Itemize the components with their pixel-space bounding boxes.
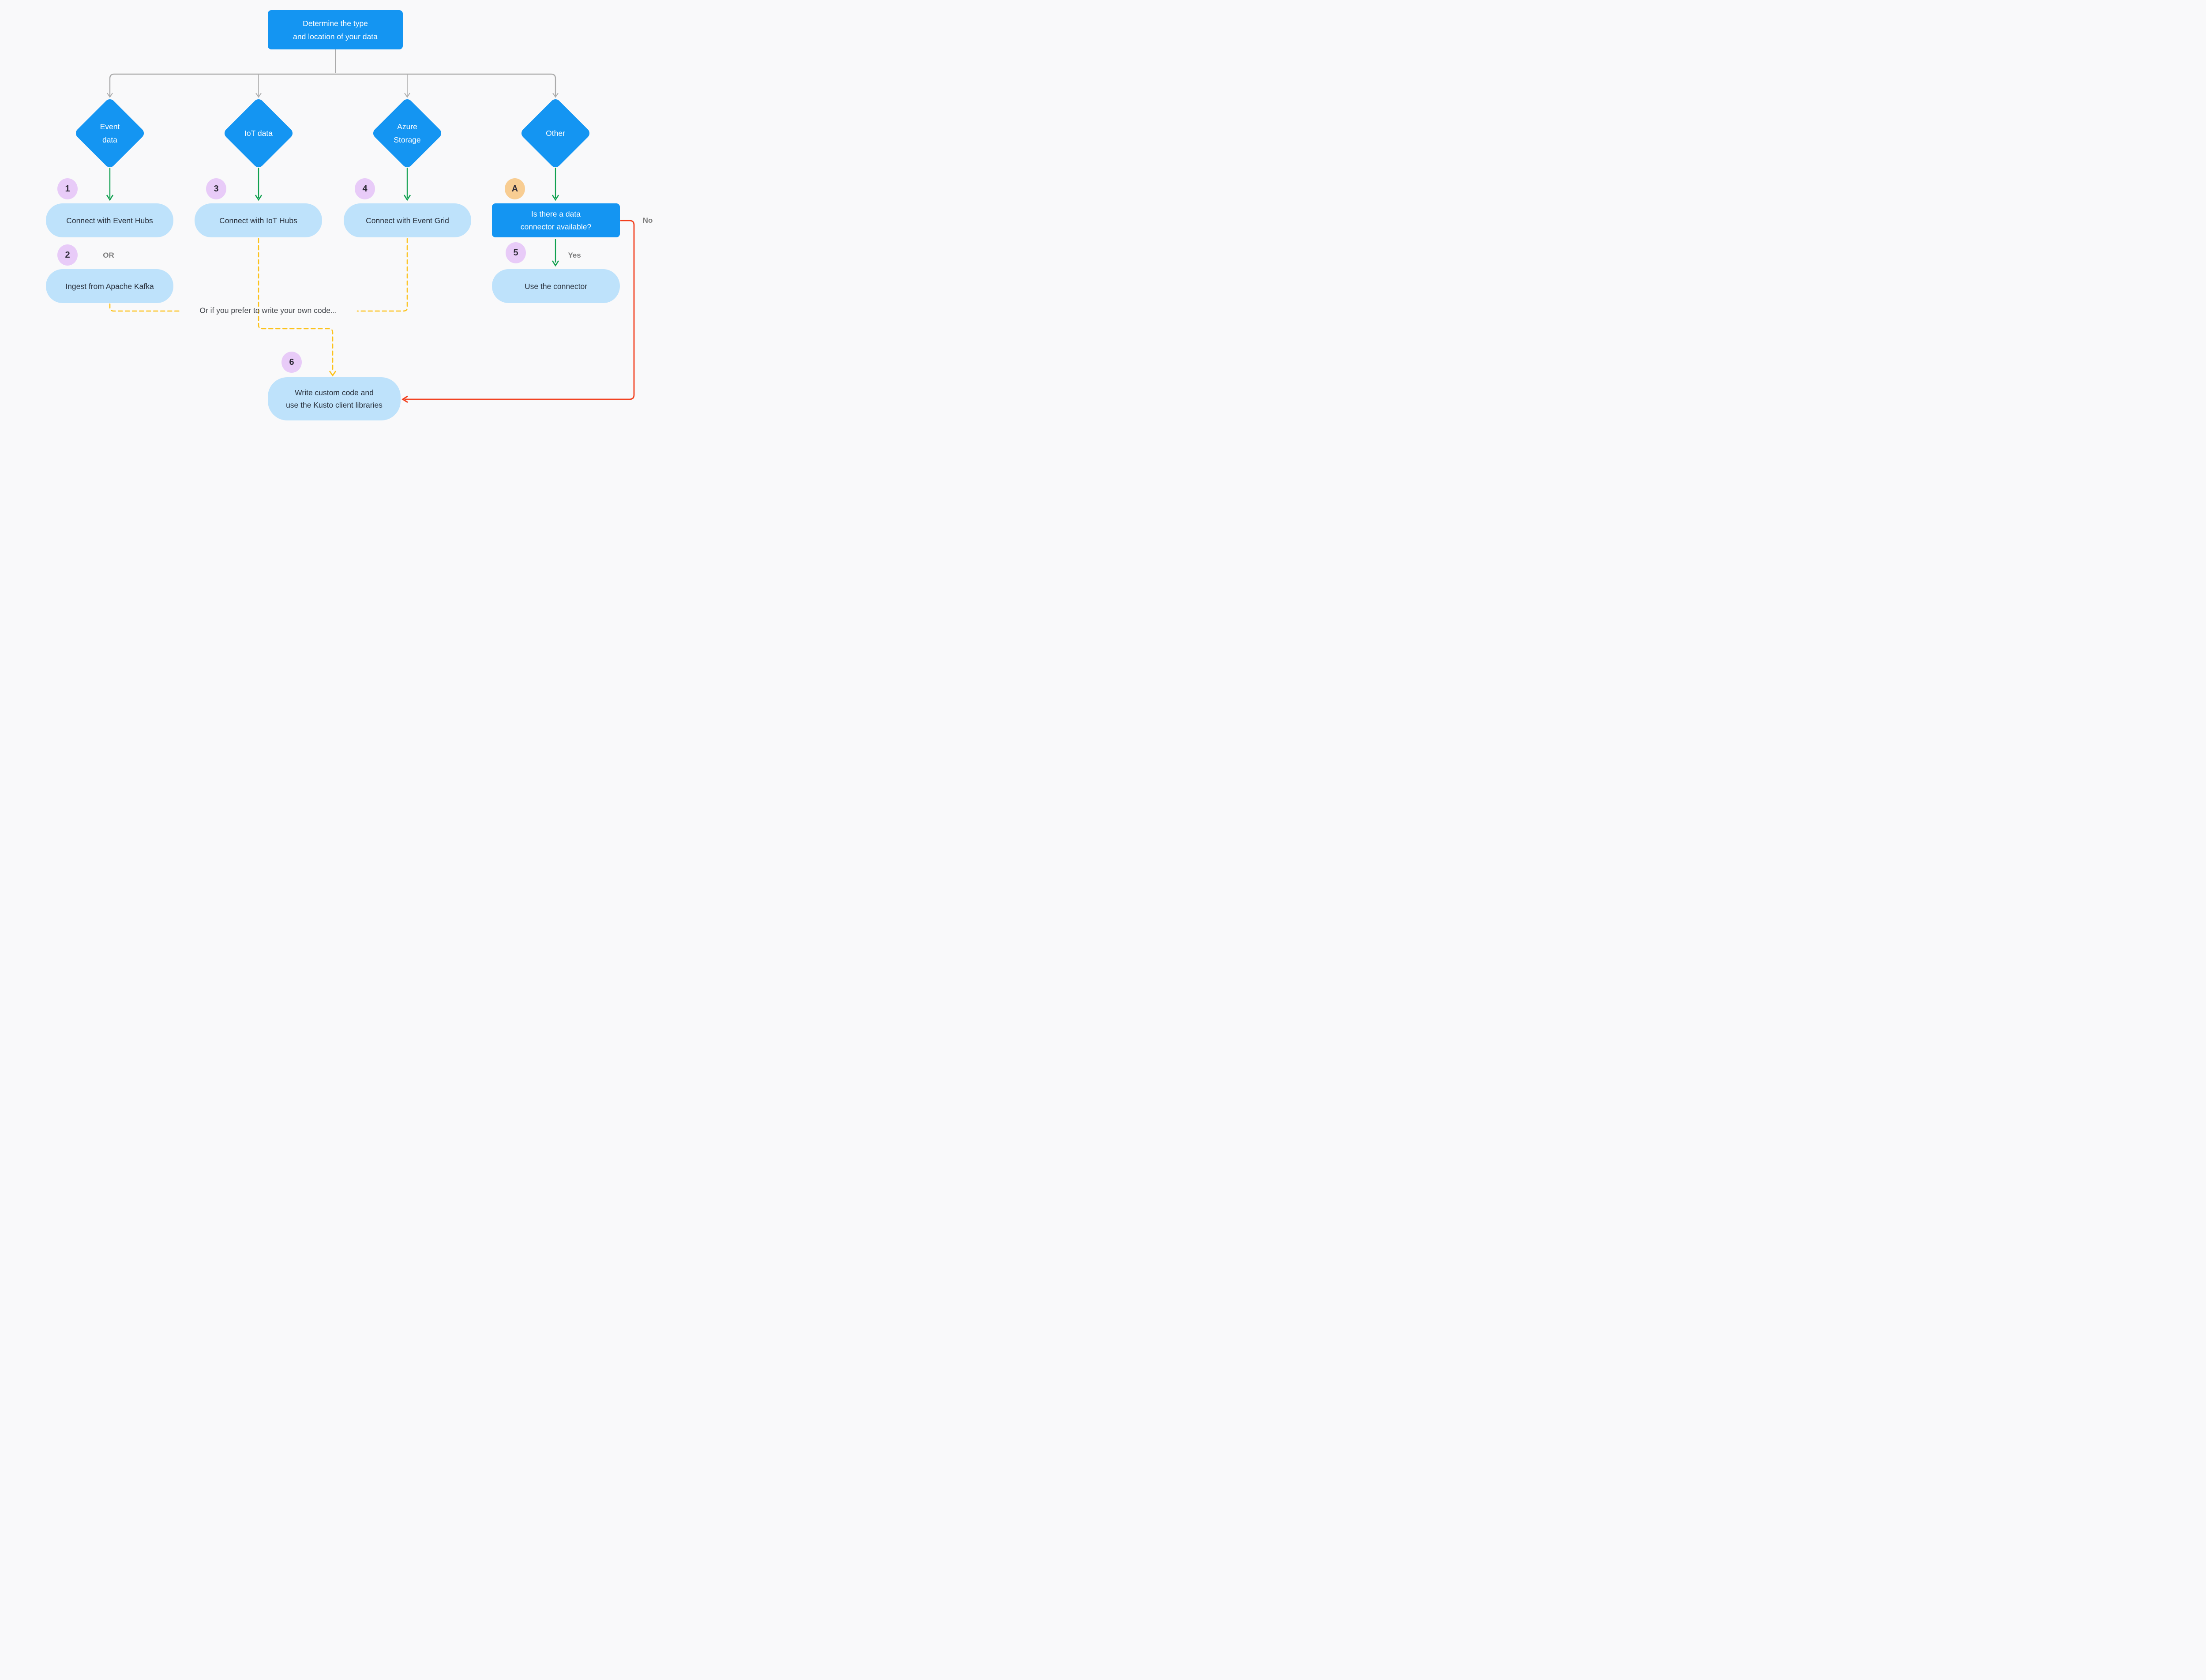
step-badge-3-label: 3 [214,184,219,194]
pill-use-connector[interactable]: Use the connector [492,269,620,303]
decision-connector-available[interactable]: Is there a data connector available? [492,203,620,237]
alternate-path-label: Or if you prefer to write your own code.… [199,306,337,315]
yellow-dashed-kafka [109,303,182,312]
step-badge-2-label: 2 [65,250,70,260]
decision-line1: Is there a data [531,209,581,218]
gray-arrowhead-icon [404,93,410,98]
pill-connect-event-hubs[interactable]: Connect with Event Hubs [46,203,173,237]
gray-arrowhead-icon [107,93,113,98]
yellow-dashed-iot-to-custom [258,238,334,373]
gray-arrowhead-icon [552,93,559,98]
diamond-azure-line1: Azure [397,122,417,131]
branch-line-other [335,73,556,96]
pill-write-custom-code[interactable]: Write custom code and use the Kusto clie… [268,377,401,420]
decision-line2: connector available? [520,222,592,231]
diamond-event-line2: data [102,135,118,144]
step-badge-A-label: A [511,184,518,194]
green-arrowhead-icon [403,195,411,201]
green-arrowhead-icon [552,195,559,201]
step-badge-3: 3 [206,178,226,199]
flowchart-canvas: Determine the type and location of your … [0,0,692,433]
pill-use-connector-label: Use the connector [524,281,588,291]
diamond-azure-storage[interactable]: Azure Storage [371,97,444,170]
pill-connect-iot-hubs-label: Connect with IoT Hubs [219,216,297,225]
red-arrowhead-icon [401,395,408,403]
diamond-event-data[interactable]: Event data [73,97,146,170]
step-badge-A: A [505,178,525,199]
pill-connect-event-hubs-label: Connect with Event Hubs [66,216,153,225]
root-node[interactable]: Determine the type and location of your … [268,10,403,49]
connector-layer [106,49,635,403]
diamond-iot-line1: IoT data [244,129,273,138]
step-badge-1: 1 [57,178,78,199]
pill-write-custom-code-line1: Write custom code and [295,388,374,397]
edge-label-or: OR [103,251,114,259]
diamond-event-line1: Event [100,122,120,131]
branch-line-event [109,73,335,96]
step-badge-5: 5 [506,242,526,263]
edge-label-no: No [642,216,653,225]
step-badge-4: 4 [355,178,375,199]
green-arrowhead-icon [106,195,114,201]
step-badge-6: 6 [281,352,302,373]
yellow-dashed-event-grid [356,238,408,312]
pill-write-custom-code-line2: use the Kusto client libraries [286,401,383,409]
step-badge-6-label: 6 [289,357,294,367]
diamond-other-line1: Other [546,129,565,138]
gray-arrowhead-icon [255,93,262,98]
pill-ingest-kafka[interactable]: Ingest from Apache Kafka [46,269,173,303]
root-node-line1: Determine the type [303,19,368,28]
diamond-iot-data[interactable]: IoT data [222,97,295,170]
step-badge-5-label: 5 [513,248,518,258]
step-badge-2: 2 [57,244,78,266]
step-badge-4-label: 4 [362,184,368,194]
red-no-path [405,220,635,400]
pill-connect-iot-hubs[interactable]: Connect with IoT Hubs [195,203,322,237]
diamond-other[interactable]: Other [519,97,592,170]
step-badge-1-label: 1 [65,184,70,194]
green-arrowhead-icon [552,260,559,267]
pill-connect-event-grid-label: Connect with Event Grid [366,216,449,225]
green-arrowhead-icon [255,195,263,201]
root-node-line2: and location of your data [293,32,378,41]
pill-ingest-kafka-label: Ingest from Apache Kafka [65,281,154,291]
pill-connect-event-grid[interactable]: Connect with Event Grid [344,203,471,237]
yellow-arrowhead-icon [329,371,337,377]
edge-label-yes: Yes [568,251,581,259]
diamond-azure-line2: Storage [394,135,421,144]
